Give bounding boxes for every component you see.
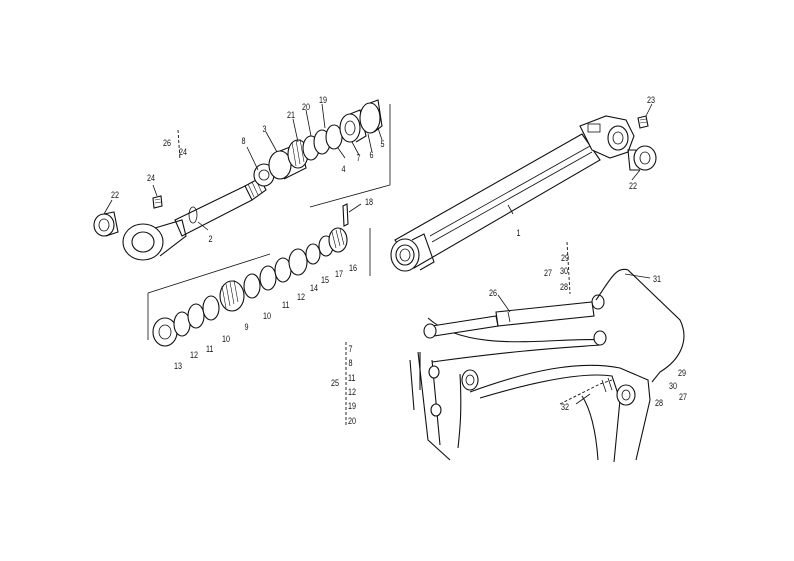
group-27-bottom-item-30: 30	[669, 381, 677, 391]
callout-10b: 10	[222, 334, 230, 344]
cylinder-tube	[390, 115, 635, 272]
callout-3: 3	[263, 124, 267, 134]
callout-11: 11	[282, 300, 290, 310]
group-27-top-item-29: 29	[561, 253, 569, 263]
leader-32	[575, 393, 591, 405]
group-25-main: 25	[331, 378, 339, 388]
callout-24: 24	[147, 173, 155, 183]
callout-2: 2	[209, 234, 213, 244]
leader-26-hose	[497, 294, 511, 313]
group-25-item-8: 8	[349, 358, 353, 368]
callout-17: 17	[335, 269, 343, 279]
pin	[342, 203, 349, 227]
bracket-lower	[147, 228, 371, 340]
callout-4: 4	[342, 164, 346, 174]
group-25-item-12: 12	[348, 387, 356, 397]
callout-12: 12	[297, 292, 305, 302]
label-31: 31	[653, 274, 661, 284]
grease-nipple-right	[637, 115, 649, 129]
callout-5: 5	[381, 139, 385, 149]
piston-assembly	[152, 227, 348, 347]
callout-22-left: 22	[111, 190, 119, 200]
group-25-item-11: 11	[348, 373, 356, 383]
callout-15: 15	[321, 275, 329, 285]
group-bracket-27-top	[566, 241, 571, 295]
group-27-bottom-item-27: 27	[679, 392, 687, 402]
callout-21: 21	[287, 110, 295, 120]
callout-16: 16	[349, 263, 357, 273]
callout-8: 8	[242, 136, 246, 146]
label-32: 32	[561, 402, 569, 412]
group-25-item-19: 19	[348, 401, 356, 411]
callout-14: 14	[310, 283, 318, 293]
group-27-top-main: 27	[544, 268, 552, 278]
group-25-item-7: 7	[349, 344, 353, 354]
bushing-left	[93, 211, 119, 237]
bushing-right	[627, 145, 657, 171]
group-bracket-26-24	[177, 129, 181, 161]
piston-rod	[122, 177, 267, 261]
callout-20: 20	[302, 102, 310, 112]
bracket-upper	[309, 104, 391, 208]
callout-6: 6	[370, 150, 374, 160]
grease-nipple-left	[152, 195, 163, 209]
group-27-bottom-item-29: 29	[678, 368, 686, 378]
group-26-main: 26	[163, 138, 171, 148]
callout-1: 1	[517, 228, 521, 238]
group-26-item-24: 24	[179, 147, 187, 157]
callout-10: 10	[263, 311, 271, 321]
callout-23: 23	[647, 95, 655, 105]
callout-7: 7	[357, 153, 361, 163]
callout-26-hose: 26	[489, 288, 497, 298]
boom-arm	[409, 268, 685, 463]
group-25-item-20: 20	[348, 416, 356, 426]
leader-31	[624, 273, 651, 279]
group-27-top-item-30: 30	[560, 266, 568, 276]
rod-head-assembly	[253, 99, 383, 187]
callout-19: 19	[319, 95, 327, 105]
callout-11b: 11	[206, 344, 214, 354]
group-27-bottom-item-28: 28	[655, 398, 663, 408]
callout-22-right: 22	[629, 181, 637, 191]
callout-18: 18	[365, 197, 373, 207]
callout-9: 9	[245, 322, 249, 332]
leader-lines	[103, 103, 653, 231]
callout-13: 13	[174, 361, 182, 371]
callout-12b: 12	[190, 350, 198, 360]
group-27-top-item-28: 28	[560, 282, 568, 292]
